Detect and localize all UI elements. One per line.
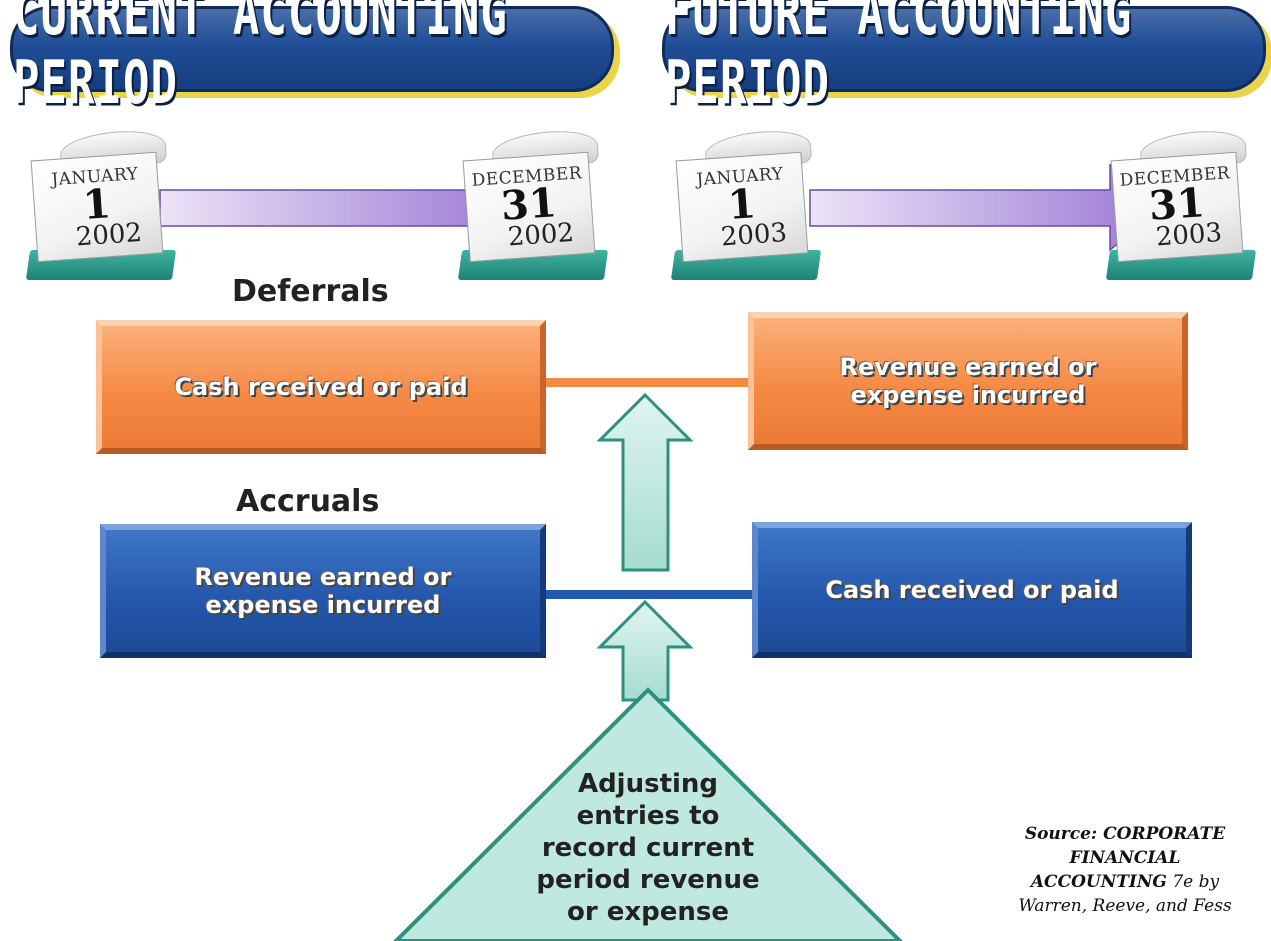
adjusting-entries-triangle (393, 687, 903, 941)
calendar-year: 2003 (719, 217, 789, 253)
calendar-page: DECEMBER 31 2002 (462, 151, 596, 263)
source-line-3-bold: ACCOUNTING (1030, 872, 1167, 892)
calendar-year: 2002 (506, 217, 576, 253)
source-line-1: Source: CORPORATE (1024, 824, 1226, 844)
triangle-line-3: record current (541, 833, 755, 863)
deferral-future-box: Revenue earned or expense incurred (748, 312, 1188, 450)
up-arrow-upper (596, 392, 694, 572)
source-line-4: Warren, Reeve, and Fess (1018, 896, 1232, 916)
deferral-current-text: Cash received or paid (174, 373, 468, 401)
accruals-label: Accruals (236, 484, 380, 519)
deferral-current-box: Cash received or paid (96, 320, 546, 454)
current-period-banner: CURRENT ACCOUNTING PERIOD (10, 0, 614, 118)
triangle-line-4: period revenue (536, 865, 760, 895)
calendar-jan-1-2003: JANUARY 1 2003 (665, 126, 822, 280)
accrual-current-box: Revenue earned or expense incurred (100, 524, 546, 658)
triangle-text: Adjusting entries to record current peri… (500, 768, 796, 928)
accrual-connector (545, 590, 755, 599)
source-line-2: FINANCIAL (1069, 848, 1181, 868)
deferrals-label: Deferrals (232, 274, 389, 309)
source-citation: Source: CORPORATE FINANCIAL ACCOUNTING 7… (1000, 822, 1250, 918)
source-line-3-rest: 7e by (1166, 872, 1220, 892)
triangle-line-5: or expense (566, 897, 729, 927)
triangle-line-2: entries to (576, 801, 720, 831)
calendar-page: JANUARY 1 2002 (30, 151, 164, 263)
deferral-future-text: Revenue earned or expense incurred (839, 353, 1097, 409)
calendar-dec-31-2002: DECEMBER 31 2002 (452, 126, 609, 280)
future-period-banner: FUTURE ACCOUNTING PERIOD (662, 0, 1266, 118)
triangle-line-1: Adjusting (577, 769, 719, 799)
up-arrow-lower (596, 599, 694, 702)
accrual-future-text: Cash received or paid (825, 576, 1119, 604)
future-period-title: FUTURE ACCOUNTING PERIOD (665, 0, 1133, 118)
calendar-year: 2003 (1154, 217, 1224, 253)
current-period-title: CURRENT ACCOUNTING PERIOD (13, 0, 508, 118)
deferral-connector (545, 378, 750, 387)
accrual-future-box: Cash received or paid (752, 522, 1192, 658)
calendar-dec-31-2003: DECEMBER 31 2003 (1100, 126, 1257, 280)
calendar-jan-1-2002: JANUARY 1 2002 (20, 126, 177, 280)
calendar-page: JANUARY 1 2003 (675, 151, 809, 263)
calendar-year: 2002 (74, 217, 144, 253)
calendar-page: DECEMBER 31 2003 (1110, 151, 1244, 263)
accrual-current-text: Revenue earned or expense incurred (194, 563, 452, 619)
